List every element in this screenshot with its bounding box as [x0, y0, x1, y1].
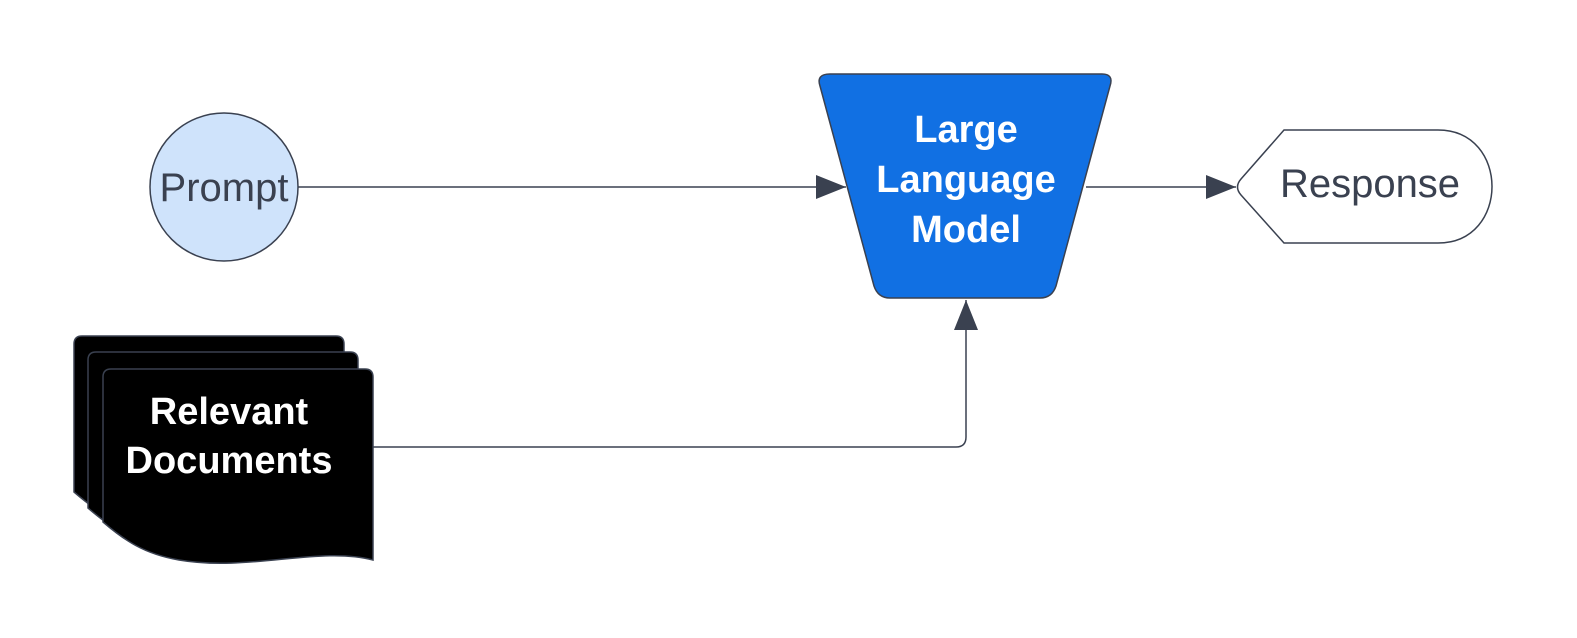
arrowhead-documents-to-llm	[954, 300, 978, 330]
llm-node[interactable]: Large Language Model	[818, 73, 1112, 299]
documents-node[interactable]: Relevant Documents	[73, 335, 374, 565]
llm-label-line-2: Language	[876, 159, 1055, 201]
response-node[interactable]: Response	[1236, 129, 1493, 244]
document-sheet-front	[102, 368, 374, 565]
llm-label-line-1: Large	[914, 109, 1017, 151]
prompt-node[interactable]: Prompt	[149, 112, 299, 262]
response-label: Response	[1280, 162, 1460, 206]
documents-label-line-2: Documents	[126, 440, 333, 482]
arrowhead-llm-to-response	[1206, 175, 1236, 199]
prompt-circle	[149, 112, 299, 262]
edge-documents-to-llm	[372, 300, 967, 448]
llm-label-line-3: Model	[911, 209, 1021, 251]
response-display-shape	[1236, 129, 1493, 244]
prompt-label: Prompt	[160, 166, 289, 210]
llm-trapezoid	[818, 73, 1112, 299]
arrowhead-prompt-to-llm	[816, 175, 846, 199]
documents-label-line-1: Relevant	[150, 391, 309, 433]
